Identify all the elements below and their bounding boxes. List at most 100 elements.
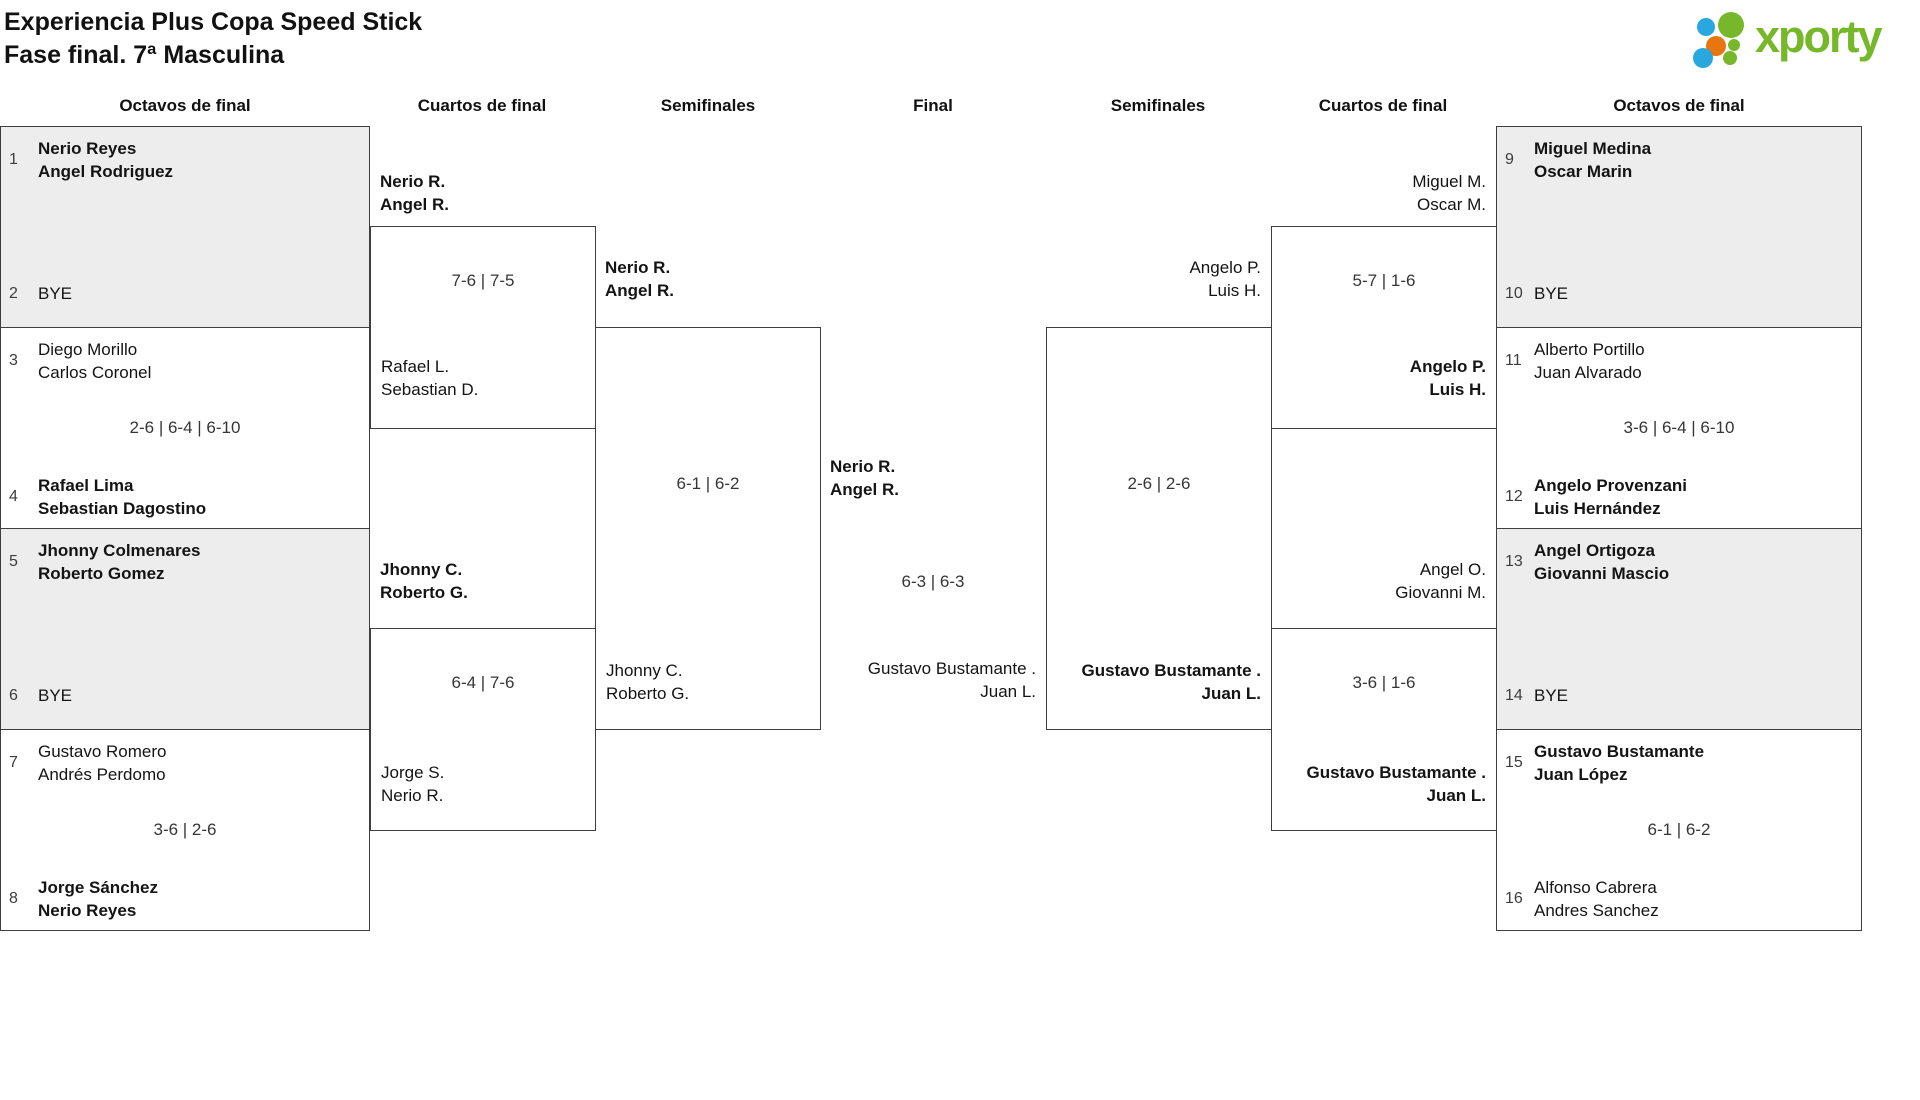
seed-number: 6 bbox=[9, 686, 18, 704]
page-title-block: Experiencia Plus Copa Speed Stick Fase f… bbox=[4, 6, 422, 72]
seed-number: 10 bbox=[1505, 284, 1523, 302]
match-box-semifinal-left: 6-1 | 6-2 Jhonny C.Roberto G. bbox=[595, 327, 821, 730]
round-header-final: Final bbox=[913, 96, 953, 115]
match-score: 3-6 | 6-4 | 6-10 bbox=[1623, 418, 1735, 437]
bye-row: 14 BYE bbox=[1505, 684, 1568, 707]
seed-number: 1 bbox=[9, 151, 18, 168]
bye-row: 2 BYE bbox=[9, 282, 72, 305]
seed-number: 9 bbox=[1505, 151, 1514, 168]
round-header-cuartos-right: Cuartos de final bbox=[1318, 96, 1448, 115]
round-header-octavos-left: Octavos de final bbox=[119, 96, 251, 115]
seed-number: 4 bbox=[9, 488, 18, 505]
tournament-phase: Fase final. 7ª Masculina bbox=[4, 41, 285, 69]
advancing-team-label: Angel O.Giovanni M. bbox=[1395, 560, 1486, 602]
match-score: 6-1 | 6-2 bbox=[1647, 820, 1711, 839]
logo-dots-icon bbox=[1693, 12, 1744, 68]
advancing-team-label: Jhonny C.Roberto G. bbox=[380, 560, 468, 602]
logo-wordmark: xporty bbox=[1755, 11, 1883, 62]
advancing-team-label: Miguel M.Oscar M. bbox=[1412, 172, 1486, 214]
advancing-team-label: Rafael L.Sebastian D. bbox=[381, 357, 479, 399]
match-box-cuartos-left-1: 7-6 | 7-5 Rafael L.Sebastian D. bbox=[370, 226, 596, 429]
match-score: 3-6 | 1-6 bbox=[1352, 673, 1416, 692]
match-score: 2-6 | 2-6 bbox=[1127, 474, 1191, 493]
match-score: 6-4 | 7-6 bbox=[451, 673, 515, 692]
seed-number: 3 bbox=[9, 352, 18, 369]
bye-label: BYE bbox=[38, 284, 73, 303]
seed-number: 14 bbox=[1505, 686, 1523, 704]
match-score: 3-6 | 2-6 bbox=[153, 820, 217, 839]
seed-number: 7 bbox=[9, 754, 18, 771]
bye-label: BYE bbox=[1534, 284, 1569, 303]
round-header-octavos-right: Octavos de final bbox=[1613, 96, 1745, 115]
bye-label: BYE bbox=[38, 686, 73, 705]
round-header-cuartos-left: Cuartos de final bbox=[417, 96, 547, 115]
tournament-title: Experiencia Plus Copa Speed Stick bbox=[4, 8, 423, 36]
advancing-team-label: Angelo P.Luis H. bbox=[1189, 258, 1261, 300]
finalist-team-label: Gustavo Bustamante .Juan L. bbox=[867, 659, 1036, 701]
seed-number: 13 bbox=[1505, 553, 1523, 570]
match-score: 2-6 | 6-4 | 6-10 bbox=[129, 418, 241, 437]
match-box-cuartos-right-1: 5-7 | 1-6 Angelo P.Luis H. bbox=[1271, 226, 1497, 429]
match-score: 6-1 | 6-2 bbox=[676, 474, 740, 493]
bye-label: BYE bbox=[1534, 686, 1569, 705]
xporty-logo[interactable]: xporty bbox=[1693, 6, 1883, 68]
seed-number: 5 bbox=[9, 553, 18, 570]
advancing-team-label: Nerio R.Angel R. bbox=[605, 258, 674, 300]
advancing-team-label: Jorge S.Nerio R. bbox=[381, 763, 445, 805]
match-score: 7-6 | 7-5 bbox=[451, 271, 515, 290]
seed-number: 8 bbox=[9, 890, 18, 907]
match-box-cuartos-right-2: 3-6 | 1-6 Gustavo Bustamante .Juan L. bbox=[1271, 628, 1497, 831]
advancing-team-label: Jhonny C.Roberto G. bbox=[606, 661, 690, 703]
seed-number: 12 bbox=[1505, 488, 1523, 505]
advancing-team-label: Gustavo Bustamante .Juan L. bbox=[1081, 661, 1262, 703]
seed-number: 2 bbox=[9, 284, 18, 302]
bye-row: 10 BYE bbox=[1505, 282, 1568, 305]
round-header-semis-right: Semifinales bbox=[1110, 96, 1206, 115]
advancing-team-label: Nerio R.Angel R. bbox=[380, 172, 449, 214]
match-box-cuartos-left-2: 6-4 | 7-6 Jorge S.Nerio R. bbox=[370, 628, 596, 831]
seed-number: 15 bbox=[1505, 754, 1523, 771]
seed-number: 16 bbox=[1505, 890, 1523, 907]
finalist-team-label: Nerio R.Angel R. bbox=[830, 457, 899, 499]
seed-number: 11 bbox=[1505, 352, 1522, 369]
match-score: 5-7 | 1-6 bbox=[1352, 271, 1416, 290]
round-header-semis-left: Semifinales bbox=[660, 96, 756, 115]
advancing-team-label: Gustavo Bustamante .Juan L. bbox=[1306, 763, 1487, 805]
match-box-semifinal-right: 2-6 | 2-6 Gustavo Bustamante .Juan L. bbox=[1046, 327, 1272, 730]
final-score: 6-3 | 6-3 bbox=[901, 572, 965, 591]
bye-row: 6 BYE bbox=[9, 684, 72, 707]
advancing-team-label: Angelo P.Luis H. bbox=[1409, 357, 1486, 399]
